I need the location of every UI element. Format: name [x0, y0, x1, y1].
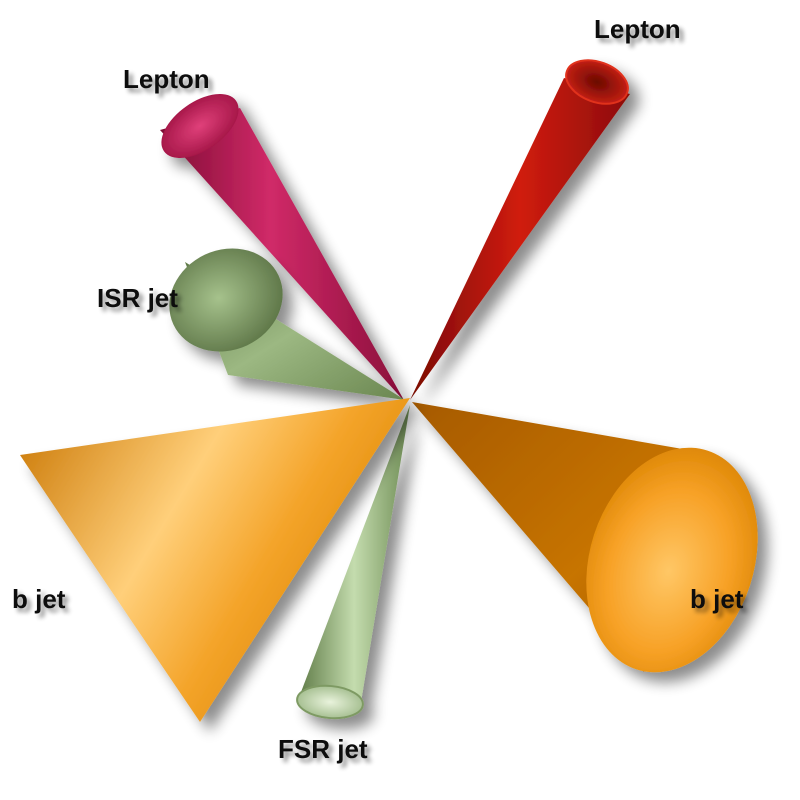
b-jet-cone-left — [20, 398, 410, 722]
isr-jet-cone — [169, 248, 405, 400]
label-b-jet-left: b jet — [12, 584, 66, 614]
lepton-cone-left — [160, 94, 405, 402]
label-lepton-left: Lepton — [123, 64, 210, 94]
label-fsr-jet: FSR jet — [278, 734, 368, 764]
label-b-jet-right: b jet — [690, 584, 744, 614]
label-lepton-right: Lepton — [594, 14, 681, 44]
label-isr-jet: ISR jet — [97, 283, 178, 313]
b-jet-cone-right — [412, 402, 758, 673]
lepton-cone-right — [410, 59, 630, 400]
fsr-jet-cone — [296, 405, 410, 720]
